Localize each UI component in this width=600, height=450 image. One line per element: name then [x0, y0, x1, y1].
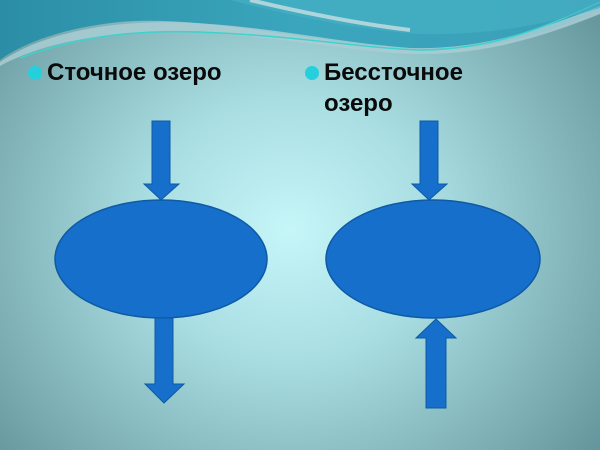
drainage-lake-diagram [54, 120, 268, 404]
endorheic-lake-diagram [325, 120, 541, 409]
groundwater-inflow-arrow-up-icon [414, 318, 458, 409]
lake-ellipse [54, 199, 268, 319]
bullet-item-drainage-lake: Сточное озеро [28, 57, 222, 88]
lake-ellipse [325, 199, 541, 319]
decorative-wave-header [0, 0, 600, 66]
inflow-arrow-down-icon [142, 120, 181, 201]
drainage-lake-label: Сточное озеро [47, 59, 222, 86]
bullet-dot-icon [28, 66, 42, 80]
endorheic-lake-label: Бессточное озеро [324, 59, 463, 117]
outflow-arrow-down-icon [143, 317, 186, 404]
inflow-arrow-down-icon [410, 120, 449, 201]
bullet-item-endorheic-lake: Бессточное озеро [305, 57, 525, 119]
bullet-dot-icon [305, 66, 319, 80]
